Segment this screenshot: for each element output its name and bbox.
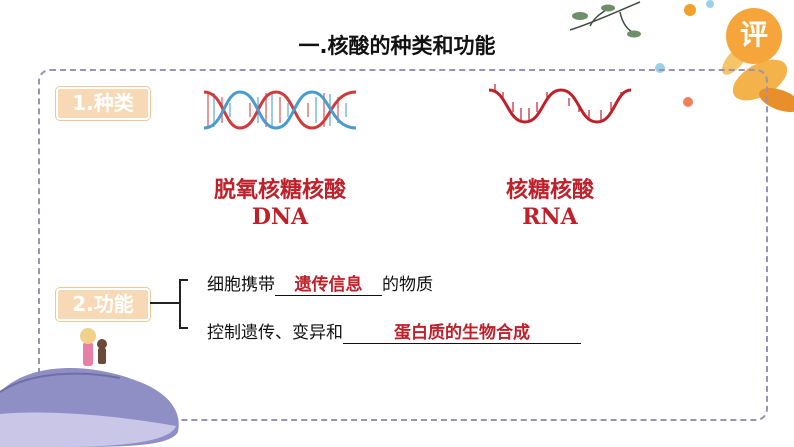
function-1-answer: 遗传信息 — [275, 270, 382, 296]
dna-name-en: DNA — [251, 204, 309, 230]
content-panel — [38, 69, 768, 421]
function-line-2: 控制遗传、变异和蛋白质的生物合成 — [207, 318, 581, 344]
function-1-prefix: 细胞携带 — [207, 275, 275, 295]
dna-name-cn: 脱氧核糖核酸 — [213, 178, 346, 203]
page-title: 一.核酸的种类和功能 — [298, 34, 496, 58]
function-2-prefix: 控制遗传、变异和 — [207, 323, 343, 343]
flower-decoration — [569, 0, 794, 113]
section-tag-function: 2.功能 — [56, 288, 150, 321]
rna-strand-icon — [488, 84, 632, 124]
function-line-1: 细胞携带遗传信息的物质 — [207, 270, 433, 296]
dna-helix-icon — [203, 90, 357, 130]
rna-name-cn: 核糖核酸 — [505, 178, 594, 203]
section-tag-types: 1.种类 — [56, 87, 150, 120]
function-1-suffix: 的物质 — [382, 275, 433, 295]
function-2-answer: 蛋白质的生物合成 — [343, 318, 581, 344]
bracket-connector — [150, 279, 188, 329]
rna-name-en: RNA — [522, 204, 578, 230]
review-badge: 评 — [726, 8, 782, 64]
whale-illustration — [0, 328, 179, 447]
